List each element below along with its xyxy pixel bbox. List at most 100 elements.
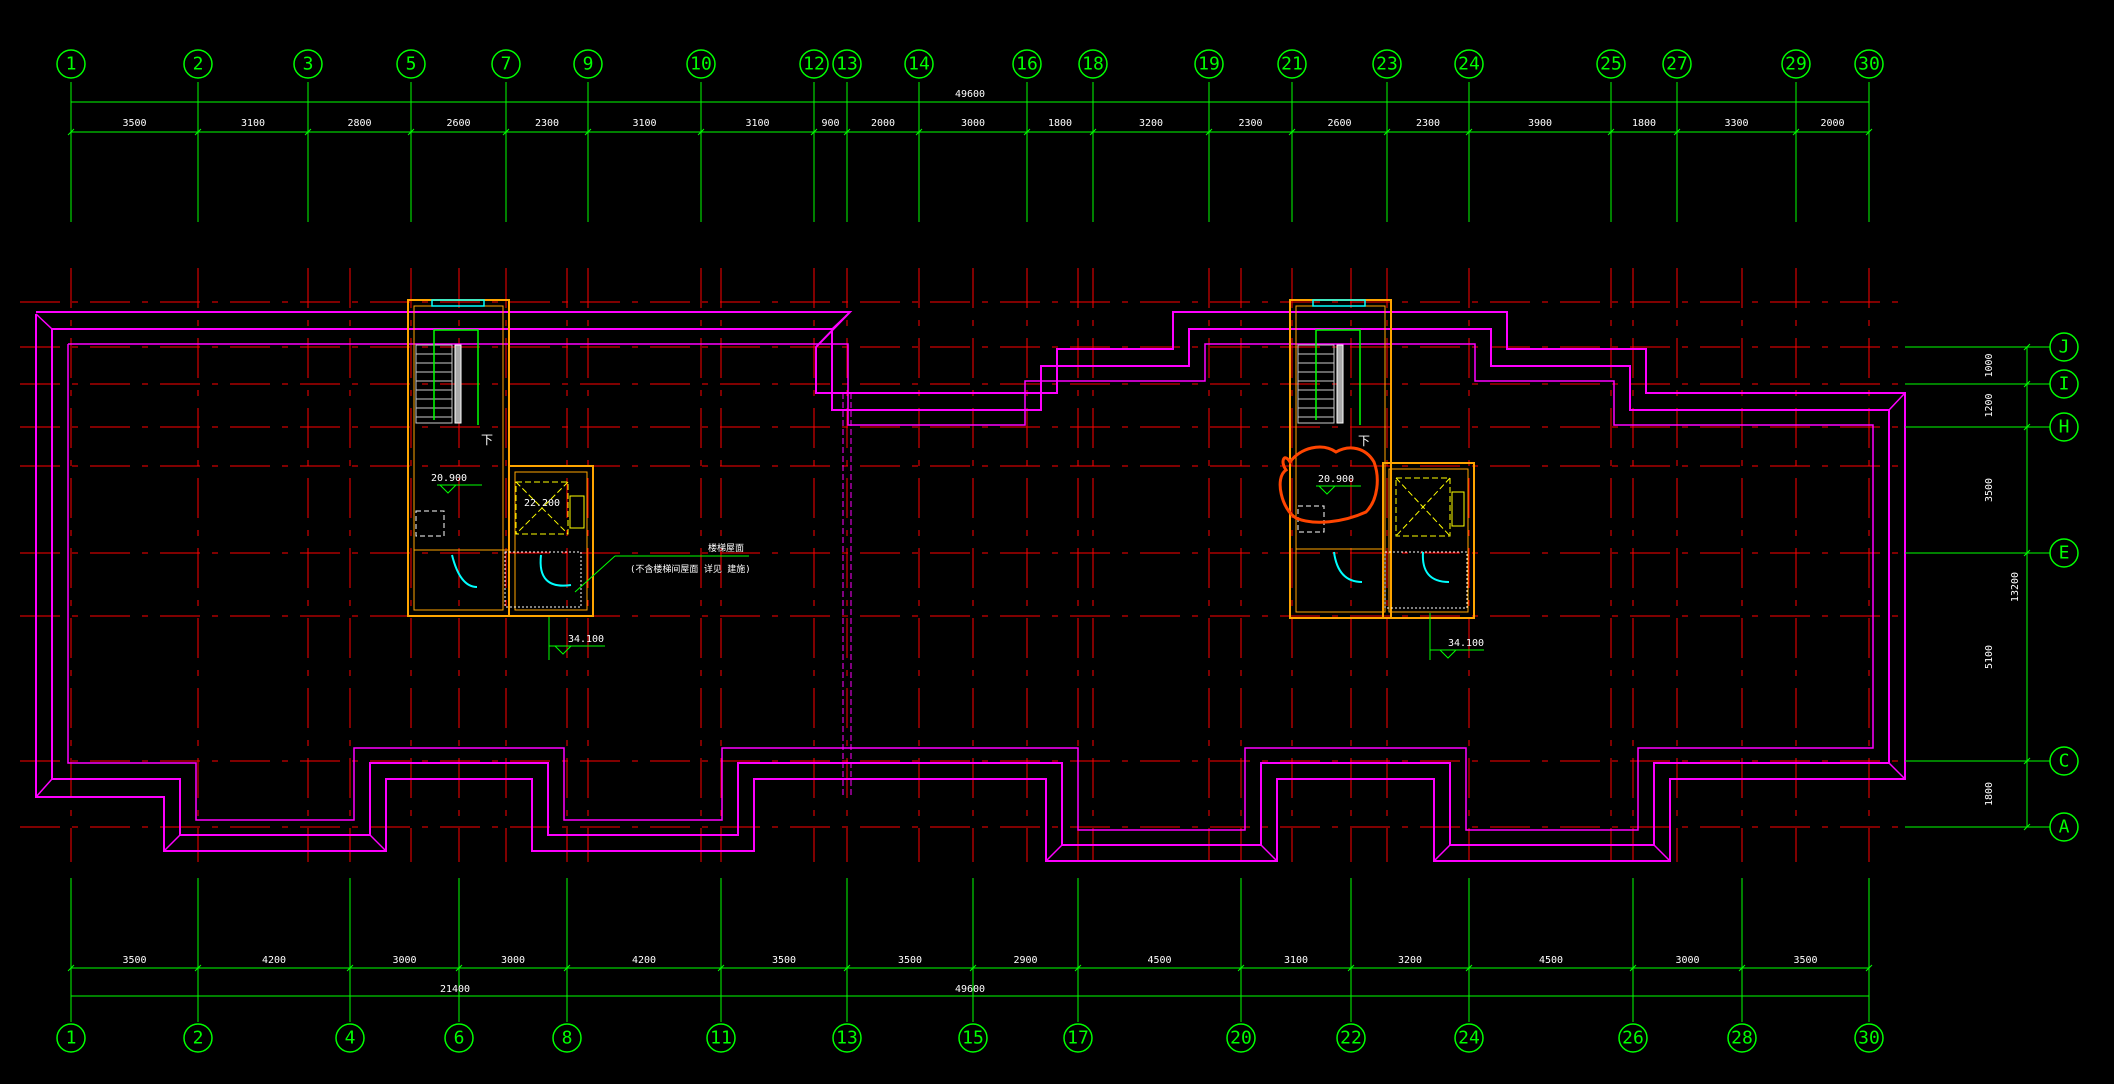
axis-bubble[interactable] bbox=[1454, 49, 1484, 79]
segment-dim-label: 1800 bbox=[1048, 118, 1072, 129]
segment-dim-label: 3200 bbox=[1398, 955, 1422, 966]
axis-bubble[interactable] bbox=[56, 49, 86, 79]
axis-bubble[interactable] bbox=[1012, 49, 1042, 79]
axis-bubble[interactable] bbox=[832, 1023, 862, 1053]
dim-tick bbox=[194, 128, 202, 136]
stair-handrail bbox=[1336, 344, 1344, 424]
wall-corner-line bbox=[35, 313, 53, 330]
axis-bubble[interactable] bbox=[573, 49, 603, 79]
axis-bubble[interactable] bbox=[1618, 1023, 1648, 1053]
axis-label: 27 bbox=[1666, 54, 1688, 75]
dim-tick bbox=[563, 964, 571, 972]
axis-bubble[interactable] bbox=[832, 49, 862, 79]
wall-corner-line bbox=[35, 778, 53, 798]
axis-bubble[interactable] bbox=[1662, 49, 1692, 79]
axis-label: 24 bbox=[1458, 1028, 1480, 1049]
axis-label: 28 bbox=[1731, 1028, 1753, 1049]
axis-bubble[interactable] bbox=[2049, 369, 2079, 399]
overall-dim-label: 49600 bbox=[955, 984, 985, 995]
axis-bubble[interactable] bbox=[1078, 49, 1108, 79]
axis-bubble[interactable] bbox=[552, 1023, 582, 1053]
shaft-box-outer bbox=[1382, 462, 1475, 619]
axis-bubble[interactable] bbox=[1454, 1023, 1484, 1053]
axis-bubble[interactable] bbox=[1727, 1023, 1757, 1053]
axis-label: 15 bbox=[962, 1028, 984, 1049]
stair-core-right[interactable]: 下 20.900 34.100 bbox=[1278, 299, 1484, 660]
shaft-side-panel bbox=[569, 495, 585, 529]
wall-corner-line bbox=[831, 311, 851, 330]
axis-bubble[interactable] bbox=[958, 1023, 988, 1053]
axis-bubble[interactable] bbox=[1854, 1023, 1884, 1053]
note-text: (不含楼梯间屋面 详见 建施) bbox=[630, 563, 751, 575]
stair-core-left[interactable]: 下 20.900 22.200 楼梯屋面 (不含楼梯间屋面 详见 建施) 34.… bbox=[407, 299, 751, 660]
axis-bubble[interactable] bbox=[183, 1023, 213, 1053]
axis-label: 11 bbox=[710, 1028, 732, 1049]
elev-label: 20.900 bbox=[1318, 474, 1354, 485]
axis-bubble[interactable] bbox=[2049, 746, 2079, 776]
axis-bubble[interactable] bbox=[2049, 412, 2079, 442]
stair-arrow bbox=[433, 329, 479, 425]
dim-tick bbox=[969, 964, 977, 972]
axis-bubble[interactable] bbox=[56, 1023, 86, 1053]
segment-dim-label: 3100 bbox=[632, 118, 656, 129]
axis-label: 3 bbox=[303, 54, 314, 75]
axis-bubble[interactable] bbox=[491, 49, 521, 79]
axis-bubble[interactable] bbox=[706, 1023, 736, 1053]
markup-cloud[interactable] bbox=[1278, 445, 1379, 524]
axis-bubble[interactable] bbox=[1596, 49, 1626, 79]
axis-label: 24 bbox=[1458, 54, 1480, 75]
wall-corner-line bbox=[1888, 762, 1906, 780]
dim-tick bbox=[194, 964, 202, 972]
sub-dim-label: 21400 bbox=[440, 984, 470, 995]
shaft-dashed-box bbox=[1395, 477, 1451, 537]
axis-label: 6 bbox=[454, 1028, 465, 1049]
dim-tick bbox=[810, 128, 818, 136]
overall-dim-label: 49600 bbox=[955, 89, 985, 100]
axis-bubble[interactable] bbox=[1226, 1023, 1256, 1053]
elev-triangle bbox=[1317, 485, 1337, 495]
overall-dim-label: 13200 bbox=[2010, 572, 2021, 602]
axis-bubble[interactable] bbox=[335, 1023, 365, 1053]
axis-bubble[interactable] bbox=[1854, 49, 1884, 79]
axis-bubble[interactable] bbox=[1781, 49, 1811, 79]
axis-bubble[interactable] bbox=[183, 49, 213, 79]
segment-dim-label: 4200 bbox=[632, 955, 656, 966]
dim-tick bbox=[1865, 128, 1873, 136]
axis-bubble[interactable] bbox=[396, 49, 426, 79]
axis-bubble[interactable] bbox=[2049, 812, 2079, 842]
wall-corner-line bbox=[1653, 844, 1671, 862]
axis-bubble[interactable] bbox=[686, 49, 716, 79]
axis-label: 13 bbox=[836, 1028, 858, 1049]
dim-tick bbox=[1607, 128, 1615, 136]
axis-bubble[interactable] bbox=[1194, 49, 1224, 79]
segment-dim-label: 3500 bbox=[772, 955, 796, 966]
axis-bubble[interactable] bbox=[799, 49, 829, 79]
axis-label: 22 bbox=[1340, 1028, 1362, 1049]
stair-arrow bbox=[1315, 329, 1361, 425]
axis-bubble[interactable] bbox=[2049, 332, 2079, 362]
axis-bubble[interactable] bbox=[1336, 1023, 1366, 1053]
segment-dim-label: 2000 bbox=[871, 118, 895, 129]
axis-bubble[interactable] bbox=[904, 49, 934, 79]
red-grid-lines bbox=[20, 268, 1905, 862]
elev-label-low: 34.100 bbox=[1448, 638, 1484, 649]
segment-dim-label: 4500 bbox=[1539, 955, 1563, 966]
axis-bubble[interactable] bbox=[1063, 1023, 1093, 1053]
axis-bubble[interactable] bbox=[444, 1023, 474, 1053]
axis-bubble[interactable] bbox=[2049, 538, 2079, 568]
shaft-box-inner bbox=[514, 471, 588, 611]
axis-label: 25 bbox=[1600, 54, 1622, 75]
axis-bubble[interactable] bbox=[293, 49, 323, 79]
segment-dim-label: 3300 bbox=[1724, 118, 1748, 129]
dim-tick bbox=[1347, 964, 1355, 972]
dim-tick bbox=[407, 128, 415, 136]
axis-bubble[interactable] bbox=[1277, 49, 1307, 79]
axis-label: 18 bbox=[1082, 54, 1104, 75]
axis-bubble[interactable] bbox=[1372, 49, 1402, 79]
door-swing bbox=[1333, 551, 1363, 583]
segment-dim-label: 4200 bbox=[262, 955, 286, 966]
leader-line bbox=[574, 555, 616, 593]
